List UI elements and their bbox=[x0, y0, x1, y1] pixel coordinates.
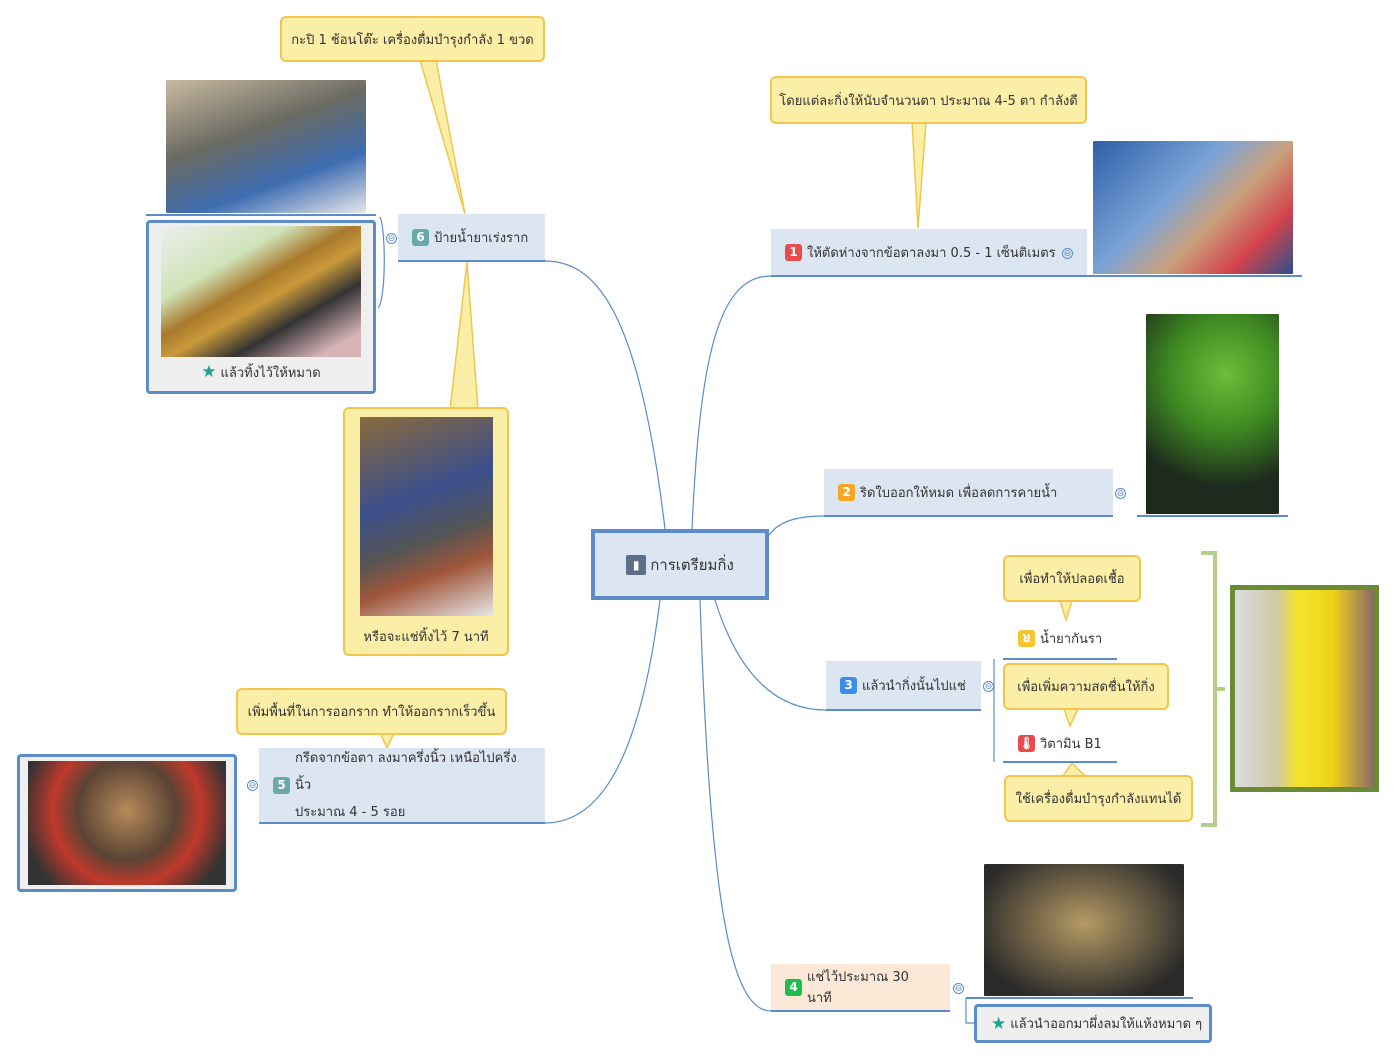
central-topic[interactable]: ▮ การเตรียมกิ่ง bbox=[591, 529, 769, 600]
priority-5-icon: 5 bbox=[273, 776, 290, 794]
topic-1[interactable]: 1 ให้ตัดห่างจากข้อตาลงมา 0.5 - 1 เซ็นติเ… bbox=[771, 229, 1087, 277]
photo-scoring bbox=[28, 761, 226, 885]
collapse-icon[interactable]: ⊖ bbox=[386, 233, 397, 244]
priority-3-icon: 3 bbox=[840, 676, 857, 694]
photo-sticks bbox=[161, 226, 361, 357]
photo-leaves bbox=[1146, 314, 1279, 514]
collapse-icon[interactable]: ⊖ bbox=[1062, 248, 1073, 259]
star-icon: ★ bbox=[991, 1013, 1007, 1034]
topic-label: แล้วนำกิ่งนั้นไปแช่ bbox=[862, 678, 966, 694]
subtopic-air-dry[interactable]: ★ แล้วนำออกมาผึ่งลมให้แห้งหมาด ๆ bbox=[974, 1004, 1212, 1043]
topic-label: ให้ตัดห่างจากข้อตาลงมา 0.5 - 1 เซ็นติเมต… bbox=[807, 245, 1056, 261]
photo-applying bbox=[166, 80, 366, 213]
priority-1-icon: 1 bbox=[785, 243, 802, 261]
callout-3b: เพื่อเพิ่มความสดชื่นให้กิ่ง bbox=[1003, 663, 1169, 710]
topic-6[interactable]: 6 ป้ายน้ำยาเร่งราก bbox=[398, 214, 545, 262]
connector-4 bbox=[699, 599, 772, 1012]
connector-5 bbox=[544, 599, 661, 824]
topic-label: แช่ไว้ประมาณ 30 นาที bbox=[807, 970, 909, 1006]
subtopic-label: วิตามิน B1 bbox=[1040, 737, 1102, 752]
callout-tail-6-top bbox=[418, 59, 466, 215]
connector-3 bbox=[714, 599, 827, 711]
topic-label: ริดใบออกให้หมด เพื่อลดการคายน้ำ bbox=[860, 485, 1058, 501]
priority-4-icon: 4 bbox=[785, 978, 802, 996]
subtopic-label: แล้วทิ้งไว้ให้หมาด bbox=[220, 366, 321, 381]
subtopic-let-dry[interactable]: ★แล้วทิ้งไว้ให้หมาด bbox=[146, 220, 376, 394]
connector-6-children bbox=[377, 216, 385, 309]
photo-soaking bbox=[984, 864, 1184, 996]
topic-2[interactable]: 2 ริดใบออกให้หมด เพื่อลดการคายน้ำ bbox=[824, 469, 1113, 517]
callout-text: เพื่อเพิ่มความสดชื่นให้กิ่ง bbox=[1017, 680, 1155, 695]
divider bbox=[1137, 515, 1288, 517]
photo-box-5 bbox=[17, 754, 237, 892]
topic-label: ป้ายน้ำยาเร่งราก bbox=[434, 230, 529, 246]
callout-text: หรือจะแช่ทิ้งไว้ 7 นาที bbox=[363, 630, 489, 645]
divider bbox=[966, 997, 1193, 999]
subtopic-vitamin-b1[interactable]: 🌡︎ วิตามิน B1 bbox=[1018, 733, 1102, 754]
collapse-icon[interactable]: ⊖ bbox=[247, 780, 258, 791]
photo-bottles bbox=[1230, 585, 1379, 792]
collapse-icon[interactable]: ⊖ bbox=[1115, 488, 1126, 499]
connector-4-child bbox=[965, 998, 974, 1024]
callout-text: ใช้เครื่องดื่มบำรุงกำลังแทนได้ bbox=[1015, 792, 1182, 807]
divider bbox=[1085, 275, 1302, 277]
subtopic-fungicide[interactable]: ꓤ น้ำยากันรา bbox=[1018, 628, 1102, 649]
topic-label-line2: ประมาณ 4 - 5 รอย bbox=[295, 804, 406, 820]
callout-3c: ใช้เครื่องดื่มบำรุงกำลังแทนได้ bbox=[1004, 775, 1193, 822]
topic-label-line1: กรีดจากข้อตา ลงมาครึ่งนิ้ว เหนือไปครึ่งน… bbox=[295, 750, 517, 793]
central-topic-label: การเตรียมกิ่ง bbox=[650, 555, 734, 574]
divider bbox=[1003, 658, 1117, 660]
callout-tail-6-bottom bbox=[449, 261, 479, 411]
collapse-icon[interactable]: ⊖ bbox=[983, 681, 994, 692]
divider bbox=[1003, 761, 1117, 763]
star-icon: ★ bbox=[201, 362, 217, 382]
topic-3[interactable]: 3 แล้วนำกิ่งนั้นไปแช่ bbox=[826, 661, 981, 711]
callout-text: เพื่อทำให้ปลอดเชื้อ bbox=[1019, 572, 1125, 587]
bracket bbox=[1201, 551, 1225, 827]
photo-soak-cup bbox=[359, 417, 493, 616]
callout-6-bottom: หรือจะแช่ทิ้งไว้ 7 นาที bbox=[343, 407, 509, 656]
callout-text: เพิ่มพื้นที่ในการออกราก ทำให้ออกรากเร็วข… bbox=[247, 705, 496, 720]
connector-2 bbox=[768, 515, 825, 536]
callout-5: เพิ่มพื้นที่ในการออกราก ทำให้ออกรากเร็วข… bbox=[236, 688, 507, 735]
subtopic-label: น้ำยากันรา bbox=[1040, 632, 1103, 647]
bar-chart-icon: ▮ bbox=[626, 554, 647, 575]
callout-tail-1 bbox=[911, 121, 927, 229]
priority-6-icon: 6 bbox=[412, 228, 429, 246]
connector-1 bbox=[691, 275, 772, 530]
priority-2-icon: 2 bbox=[838, 483, 855, 501]
subtopic-label: แล้วนำออกมาผึ่งลมให้แห้งหมาด ๆ bbox=[1010, 1017, 1203, 1032]
thermometer-icon: 🌡︎ bbox=[1018, 735, 1035, 752]
callout-1: โดยแต่ละกิ่งให้นับจำนวนตา ประมาณ 4-5 ตา … bbox=[770, 76, 1087, 124]
callout-6-top: กะปิ 1 ช้อนโต๊ะ เครื่องดื่มบำรุงกำลัง 1 … bbox=[280, 16, 545, 62]
collapse-icon[interactable]: ⊖ bbox=[953, 983, 964, 994]
divider bbox=[146, 214, 376, 216]
connector-6 bbox=[544, 260, 666, 530]
topic-4[interactable]: 4 แช่ไว้ประมาณ 30 นาที bbox=[771, 964, 950, 1012]
topic-5[interactable]: 5 กรีดจากข้อตา ลงมาครึ่งนิ้ว เหนือไปครึ่… bbox=[259, 748, 545, 824]
medal-icon: ꓤ bbox=[1018, 630, 1035, 647]
callout-text: โดยแต่ละกิ่งให้นับจำนวนตา ประมาณ 4-5 ตา … bbox=[779, 93, 1078, 109]
callout-3a: เพื่อทำให้ปลอดเชื้อ bbox=[1003, 555, 1141, 602]
photo-cutting-branch bbox=[1093, 141, 1293, 274]
callout-text: กะปิ 1 ช้อนโต๊ะ เครื่องดื่มบำรุงกำลัง 1 … bbox=[291, 32, 534, 48]
